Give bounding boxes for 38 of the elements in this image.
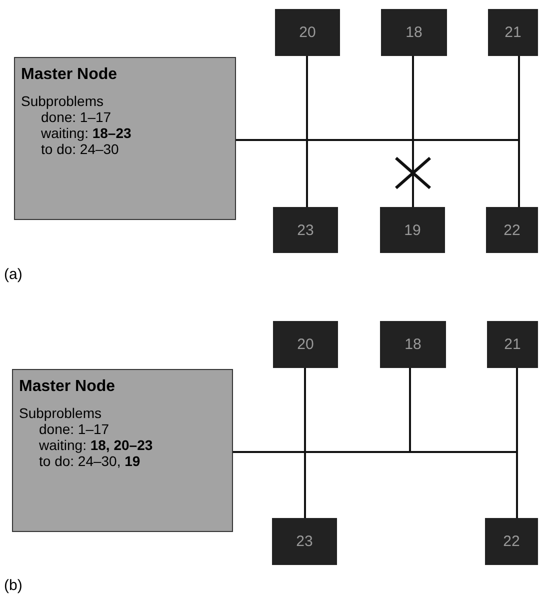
computer-box	[273, 321, 338, 368]
node-number: 18	[404, 336, 422, 353]
node-number: 18	[406, 24, 422, 41]
computer-box	[488, 9, 538, 56]
master-node-box	[12, 369, 233, 532]
computer-box	[381, 9, 447, 56]
node-text: waiting: 18–23	[41, 125, 132, 141]
node-number: 21	[504, 336, 521, 353]
computer-box	[485, 518, 538, 565]
node-number: 23	[296, 533, 313, 550]
node-number: 21	[504, 24, 522, 41]
computer-box	[486, 207, 538, 253]
computer-box	[272, 518, 337, 565]
node-text: done: 1–17	[39, 421, 110, 437]
computer-box	[275, 9, 340, 56]
node-text: Subproblems	[21, 93, 104, 109]
network-line	[233, 451, 518, 518]
computer-box	[273, 207, 338, 253]
node-text: waiting: 18, 20–23	[39, 437, 153, 453]
node-title: Master Node	[21, 66, 118, 83]
panel-label: (b)	[4, 577, 22, 594]
network-line	[236, 139, 520, 207]
computer-box	[380, 321, 446, 368]
node-text: to do: 24–30	[41, 141, 119, 157]
node-title: Master Node	[19, 378, 116, 395]
node-text: Subproblems	[19, 405, 102, 421]
node-text: to do: 24–30, 19	[39, 453, 140, 469]
node-number: 22	[503, 533, 520, 550]
node-number: 20	[297, 336, 314, 353]
computer-box	[380, 207, 445, 253]
node-number: 19	[404, 222, 421, 238]
node-number: 22	[504, 222, 520, 238]
computer-box	[487, 321, 538, 368]
node-text: done: 1–17	[41, 109, 112, 125]
master-node-box	[14, 57, 236, 220]
node-number: 20	[299, 24, 316, 41]
node-number: 23	[297, 222, 314, 238]
panel-label: (a)	[4, 266, 22, 283]
